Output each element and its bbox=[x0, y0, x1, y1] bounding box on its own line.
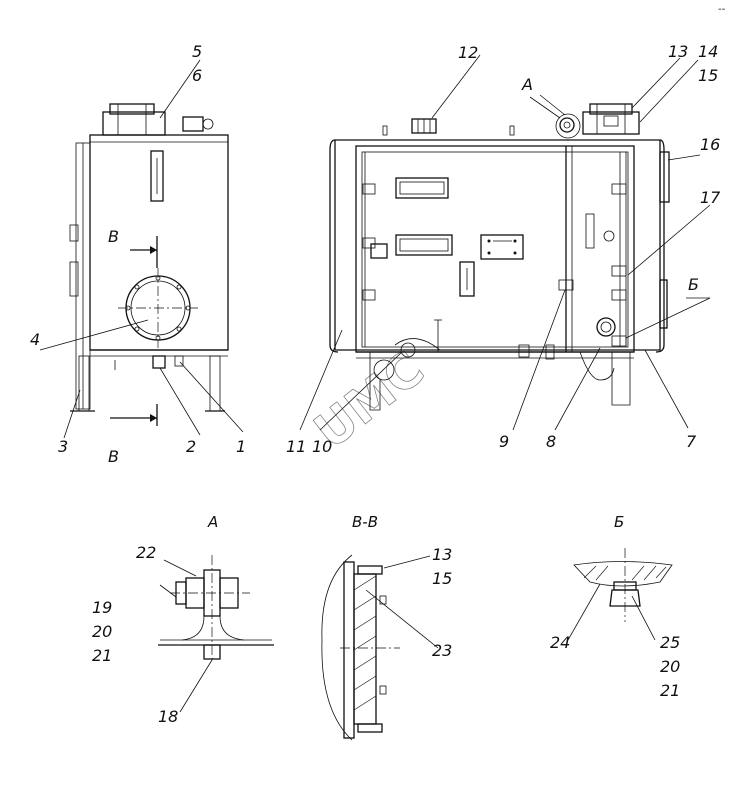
section-bb: В-В 13 15 23 bbox=[321, 513, 452, 741]
callout-12: 12 bbox=[458, 43, 478, 62]
view-markers: А Б В В bbox=[108, 75, 710, 466]
callout-10: 10 bbox=[312, 437, 332, 456]
detail-b: Б 24 25 20 21 bbox=[550, 513, 680, 700]
marker-b: Б bbox=[688, 275, 699, 294]
callout-3: 3 bbox=[58, 437, 68, 456]
corner-mark: -- bbox=[718, 4, 726, 15]
detail-b-title: Б bbox=[614, 513, 624, 531]
detail-a-callout-19: 19 bbox=[92, 598, 112, 617]
callout-9: 9 bbox=[499, 432, 509, 451]
callout-1: 1 bbox=[236, 437, 246, 456]
side-view bbox=[69, 103, 229, 426]
callout-16: 16 bbox=[700, 135, 720, 154]
detail-a-title: А bbox=[207, 513, 218, 531]
callout-13: 13 bbox=[668, 42, 688, 61]
callout-8: 8 bbox=[546, 432, 556, 451]
callout-7: 7 bbox=[686, 432, 697, 451]
callout-14: 14 bbox=[698, 42, 718, 61]
detail-b-callout-24: 24 bbox=[550, 633, 570, 652]
detail-b-callout-21: 21 bbox=[660, 681, 680, 700]
leader-lines bbox=[39, 54, 711, 439]
callout-6: 6 bbox=[192, 66, 202, 85]
callout-5: 5 bbox=[192, 42, 202, 61]
watermark: UMC bbox=[304, 341, 435, 460]
detail-b-callout-25: 25 bbox=[660, 633, 680, 652]
callout-2: 2 bbox=[186, 437, 196, 456]
callout-11: 11 bbox=[286, 437, 306, 456]
section-bb-title: В-В bbox=[352, 513, 378, 531]
callout-15: 15 bbox=[698, 66, 718, 85]
section-marker-bottom: В bbox=[108, 447, 119, 466]
detail-a-callout-20: 20 bbox=[92, 622, 112, 641]
callout-17: 17 bbox=[700, 188, 721, 207]
detail-a-callout-18: 18 bbox=[158, 707, 178, 726]
section-callout-23: 23 bbox=[432, 641, 452, 660]
front-view bbox=[329, 103, 670, 411]
section-callout-15: 15 bbox=[432, 569, 452, 588]
detail-a-callout-21: 21 bbox=[92, 646, 112, 665]
detail-b-callout-20: 20 bbox=[660, 657, 680, 676]
marker-a: А bbox=[521, 75, 533, 94]
callout-4: 4 bbox=[30, 330, 40, 349]
detail-a-callout-22: 22 bbox=[136, 543, 156, 562]
callout-labels: 1 2 3 4 5 6 7 8 9 10 11 12 13 14 15 16 1… bbox=[30, 42, 721, 456]
section-callout-13: 13 bbox=[432, 545, 452, 564]
detail-a: А 22 19 20 21 18 bbox=[92, 513, 274, 726]
section-marker-top: В bbox=[108, 227, 119, 246]
